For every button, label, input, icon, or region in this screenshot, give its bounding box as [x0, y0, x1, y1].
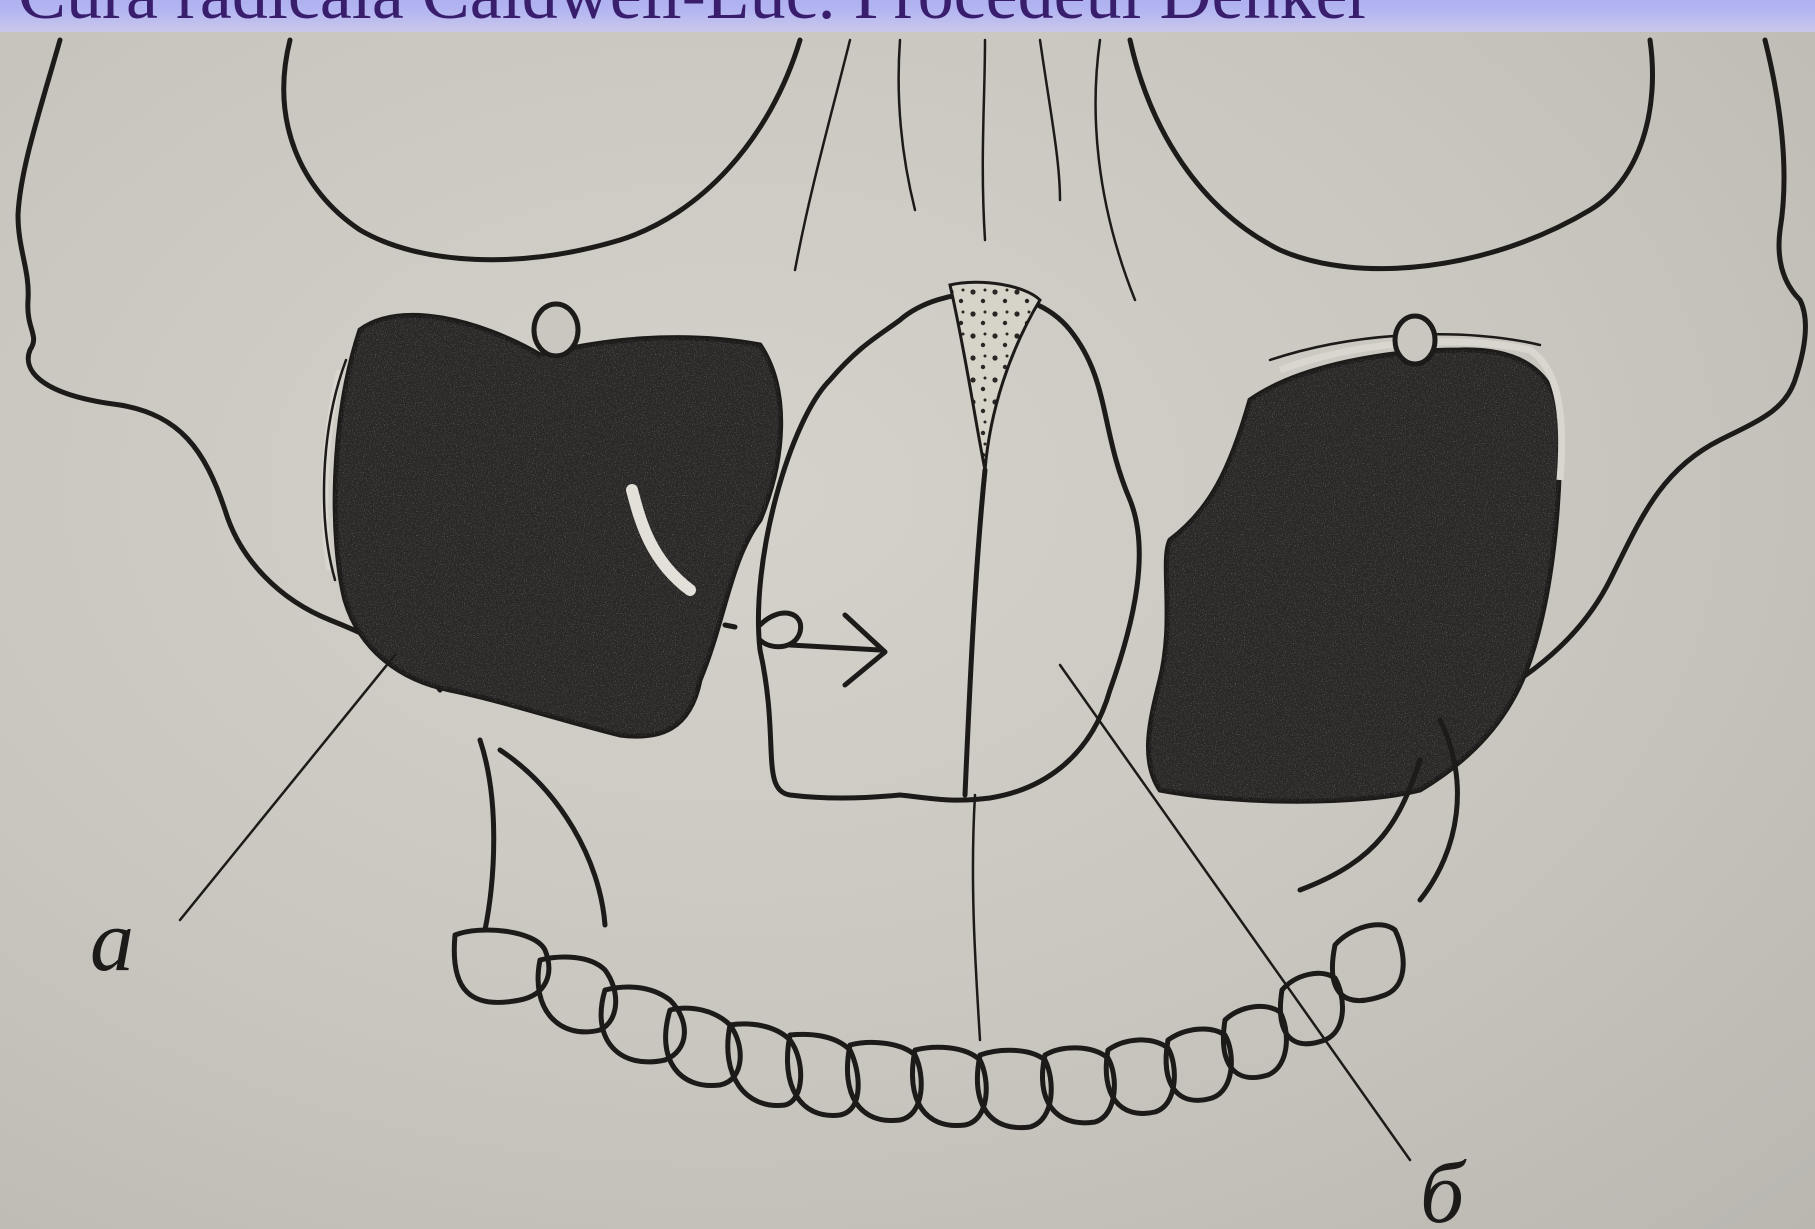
- nasal-line-5: [1096, 40, 1135, 300]
- nasal-septum: [965, 470, 985, 795]
- nasal-line-4: [1040, 40, 1060, 200]
- tooth: [1223, 1006, 1286, 1077]
- septum-lower: [973, 795, 980, 1040]
- septal-cartilage: [950, 282, 1040, 470]
- nasal-aperture: [758, 293, 1139, 800]
- left-buttress: [500, 750, 605, 925]
- right-foramen: [1395, 316, 1435, 364]
- left-foramen: [534, 304, 578, 356]
- left-cheek-line: [480, 740, 494, 930]
- page-title: Cura radicală Caldwell-Luc. Procedeul De…: [18, 0, 1371, 30]
- label-b: б: [1420, 1145, 1467, 1229]
- nasal-line-3: [983, 40, 985, 240]
- right-sinus-texture: [1148, 350, 1560, 801]
- passage-arrow-loop: [760, 613, 801, 647]
- leader-line-a: [180, 655, 395, 920]
- dental-arch: [454, 925, 1403, 1128]
- tooth: [454, 930, 549, 1002]
- right-orbit: [1130, 40, 1653, 269]
- nasal-line-2: [899, 40, 915, 210]
- title-bar: Cura radicală Caldwell-Luc. Procedeul De…: [0, 0, 1815, 32]
- tooth: [1332, 925, 1403, 1001]
- passage-arrow-shaft: [790, 645, 880, 650]
- left-orbit: [284, 40, 800, 260]
- nasal-line-1: [795, 40, 850, 270]
- label-a: а: [90, 893, 134, 990]
